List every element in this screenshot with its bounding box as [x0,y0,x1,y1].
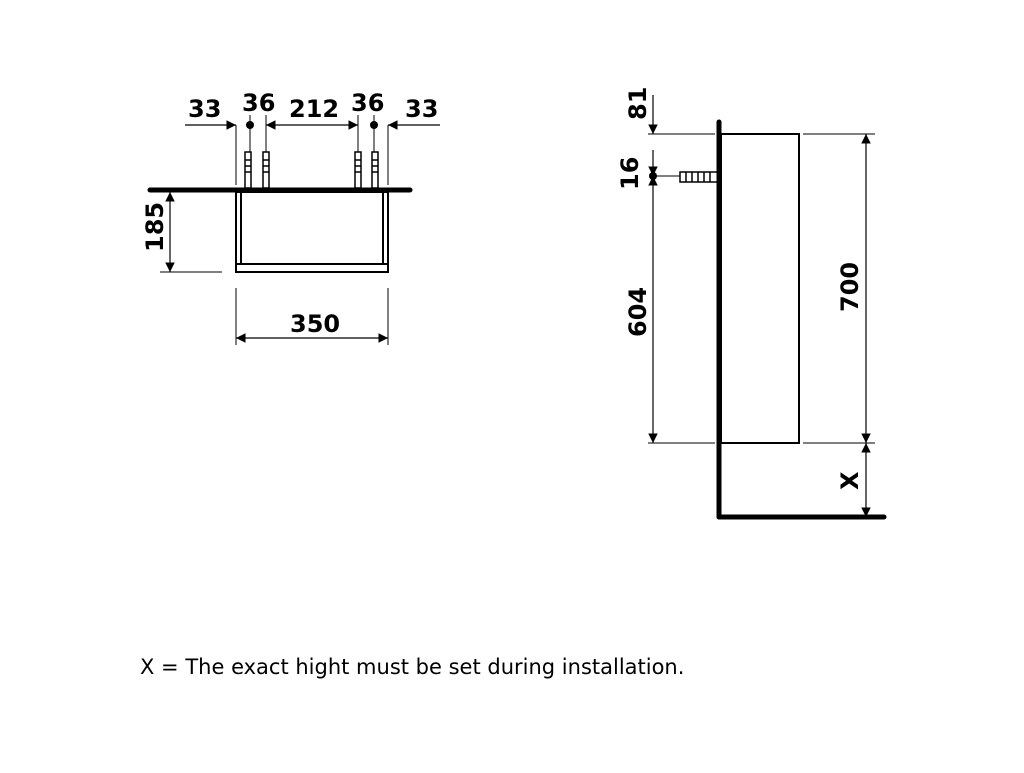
dim-212: 212 [289,95,339,123]
front-view: 33 36 212 36 33 185 350 [141,89,440,345]
dim-bracket-16: 16 [616,157,644,190]
front-cabinet [235,191,389,273]
dim-floor-x: X [836,471,864,490]
dim-36-right: 36 [351,89,384,117]
side-view: 81 16 604 700 X [616,87,887,520]
dim-top-81: 81 [624,87,652,120]
side-bracket-screw [679,171,719,183]
dim-700: 700 [836,262,864,312]
dim-width-350: 350 [290,310,340,338]
installation-note: X = The exact hight must be set during i… [140,655,685,679]
side-cabinet [720,133,800,444]
anchor-point-left [246,121,254,129]
dim-36-left: 36 [242,89,275,117]
dim-604: 604 [624,287,652,337]
dim-height-185: 185 [141,202,169,252]
anchor-point-right [370,121,378,129]
front-anchors [244,151,379,189]
dim-33-right: 33 [405,95,438,123]
dim-33-left: 33 [188,95,221,123]
